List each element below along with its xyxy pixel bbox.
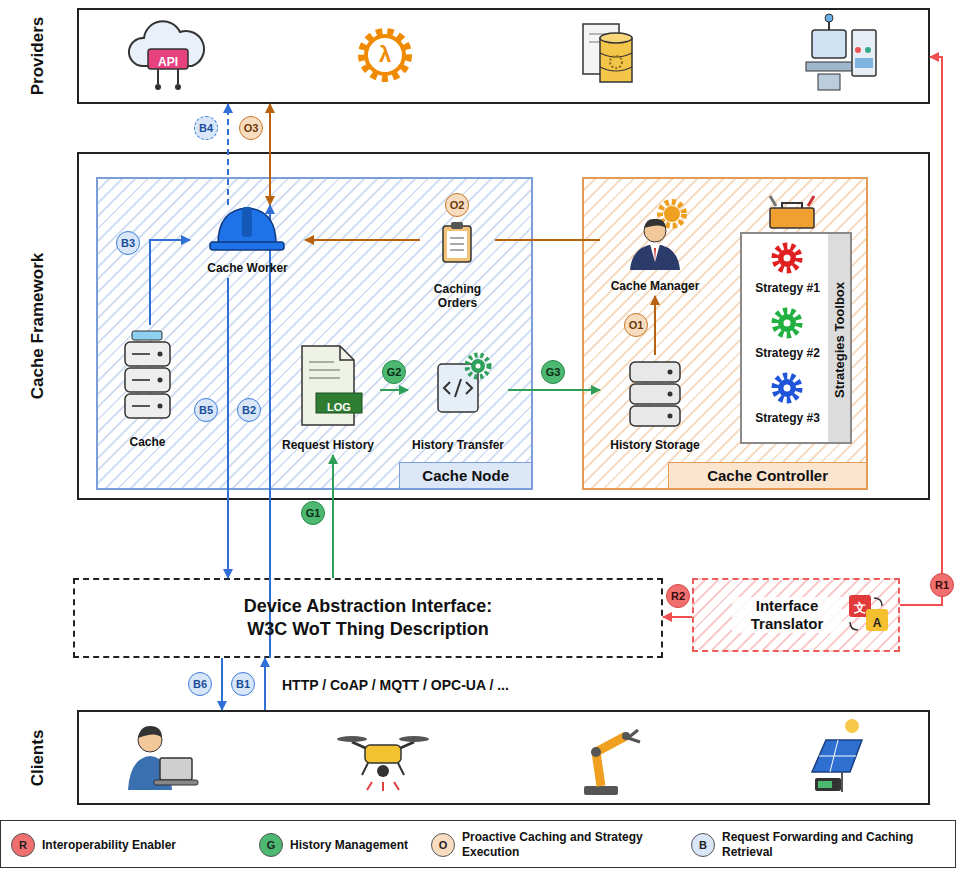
- node-label: Interface Translator: [732, 597, 842, 633]
- callout-number: O2: [445, 193, 469, 217]
- node-label: Strategy #3: [755, 411, 820, 425]
- callout-number: B3: [116, 231, 140, 255]
- cache-controller-region: Cache Controller Cache Manager Strategies …: [582, 177, 868, 490]
- node-label: History Transfer: [412, 438, 504, 452]
- connector: [269, 104, 271, 205]
- connector: [227, 278, 229, 578]
- icon-text: LOG: [327, 401, 351, 413]
- sensor-device-icon: [806, 14, 876, 90]
- protocol-list: HTTP / CoAP / MQTT / OPC-UA / ...: [282, 677, 509, 693]
- legend-letter: R: [19, 839, 27, 851]
- legend-box: R Interoperability Enabler G History Manage…: [0, 820, 956, 868]
- api-cloud-icon: [129, 21, 204, 90]
- connector: [305, 239, 420, 241]
- icon-symbol: 文: [854, 600, 866, 617]
- node-label: Clients: [28, 729, 48, 786]
- robot-arm-icon: [584, 730, 640, 795]
- callout-number: R1: [930, 573, 954, 597]
- node-label: Cache Worker: [207, 261, 287, 275]
- connector: [663, 616, 692, 618]
- history-transfer-icon: [438, 355, 489, 412]
- callout-number: G2: [382, 360, 406, 384]
- legend-text: Request Forwarding and Caching Retrieval: [722, 830, 952, 860]
- connector: [380, 389, 408, 391]
- connector: [654, 296, 656, 355]
- callout-number: O1: [624, 313, 648, 337]
- legend-item: G History Management: [259, 833, 408, 857]
- region-tab: Cache Controller: [668, 462, 866, 488]
- callout-number: B1: [231, 672, 255, 696]
- legend-swatch: R: [11, 833, 35, 857]
- legend-letter: B: [699, 839, 707, 851]
- node-label: Strategy #1: [755, 281, 820, 295]
- icon-symbol: λ: [379, 42, 391, 68]
- lambda-gear-icon: [362, 32, 408, 78]
- node-label: Cache Node: [399, 462, 531, 488]
- legend-item: B Request Forwarding and Caching Retrieva…: [691, 830, 952, 860]
- node-label: Strategies Toolbox: [832, 282, 847, 398]
- node-label: Device Abstraction Interface: W3C WoT Th…: [229, 595, 507, 641]
- callout-number: G1: [301, 501, 325, 525]
- strategies-toolbox: Strategies Toolbox Strategy #1 Strategy #2…: [740, 232, 852, 444]
- node-label: Cache Framework: [28, 253, 48, 399]
- drone-icon: [337, 736, 429, 791]
- person-laptop-icon: [128, 726, 198, 790]
- strategy-gears: [775, 246, 799, 400]
- callout-number: G3: [541, 360, 565, 384]
- node-label: Caching Orders: [420, 282, 495, 310]
- callout-number: B6: [188, 672, 212, 696]
- callout-number: B4: [194, 116, 218, 140]
- log-document-icon: [302, 346, 362, 425]
- node-label: Cache: [129, 435, 165, 449]
- legend-item: O Proactive Caching and Strategy Executio…: [431, 830, 682, 860]
- node-label: Strategy #2: [755, 346, 820, 360]
- legend-swatch: B: [691, 833, 715, 857]
- legend-swatch: G: [259, 833, 283, 857]
- node-label: Providers: [28, 17, 48, 95]
- node-label: Cache Controller: [668, 462, 866, 488]
- connector: [269, 205, 271, 658]
- icon-symbol: A: [873, 616, 882, 630]
- connector: [508, 389, 600, 391]
- connector: [227, 104, 229, 205]
- connector: [332, 455, 334, 578]
- callout-number: B5: [194, 398, 218, 422]
- legend-letter: O: [439, 839, 448, 851]
- device-interface-box: Device Abstraction Interface: W3C WoT Th…: [73, 578, 663, 658]
- connector: [221, 658, 223, 710]
- clipboard-icon: [443, 222, 471, 262]
- connector: [495, 239, 600, 241]
- node-label: History Storage: [610, 438, 699, 452]
- icon-text: API: [158, 55, 178, 69]
- solar-panel-icon: [812, 719, 862, 792]
- database-document-icon: [583, 24, 632, 82]
- region-tab: Cache Node: [399, 462, 531, 488]
- legend-text: Interoperability Enabler: [42, 838, 176, 853]
- legend-text: Proactive Caching and Strategy Execution: [462, 830, 682, 860]
- legend-text: History Management: [290, 838, 408, 853]
- connector: [150, 240, 190, 325]
- callout-number: B2: [237, 398, 261, 422]
- toolbox-icon: [770, 196, 814, 228]
- node-label: Cache Manager: [611, 279, 700, 293]
- node-label: Request History: [282, 438, 374, 452]
- legend-item: R Interoperability Enabler: [11, 833, 176, 857]
- clients-band: Clients: [77, 710, 930, 805]
- connector: [900, 57, 942, 605]
- connector: [264, 658, 266, 710]
- manager-icon: [630, 202, 684, 270]
- storage-database-icon: [630, 362, 680, 426]
- worker-helmet-icon: [210, 207, 284, 250]
- cache-database-icon: [125, 331, 170, 418]
- legend-letter: G: [267, 839, 276, 851]
- callout-number: O3: [239, 116, 263, 140]
- callout-number: R2: [666, 584, 690, 608]
- legend-swatch: O: [431, 833, 455, 857]
- translator-icon: [849, 595, 888, 631]
- providers-band: Providers: [77, 8, 930, 104]
